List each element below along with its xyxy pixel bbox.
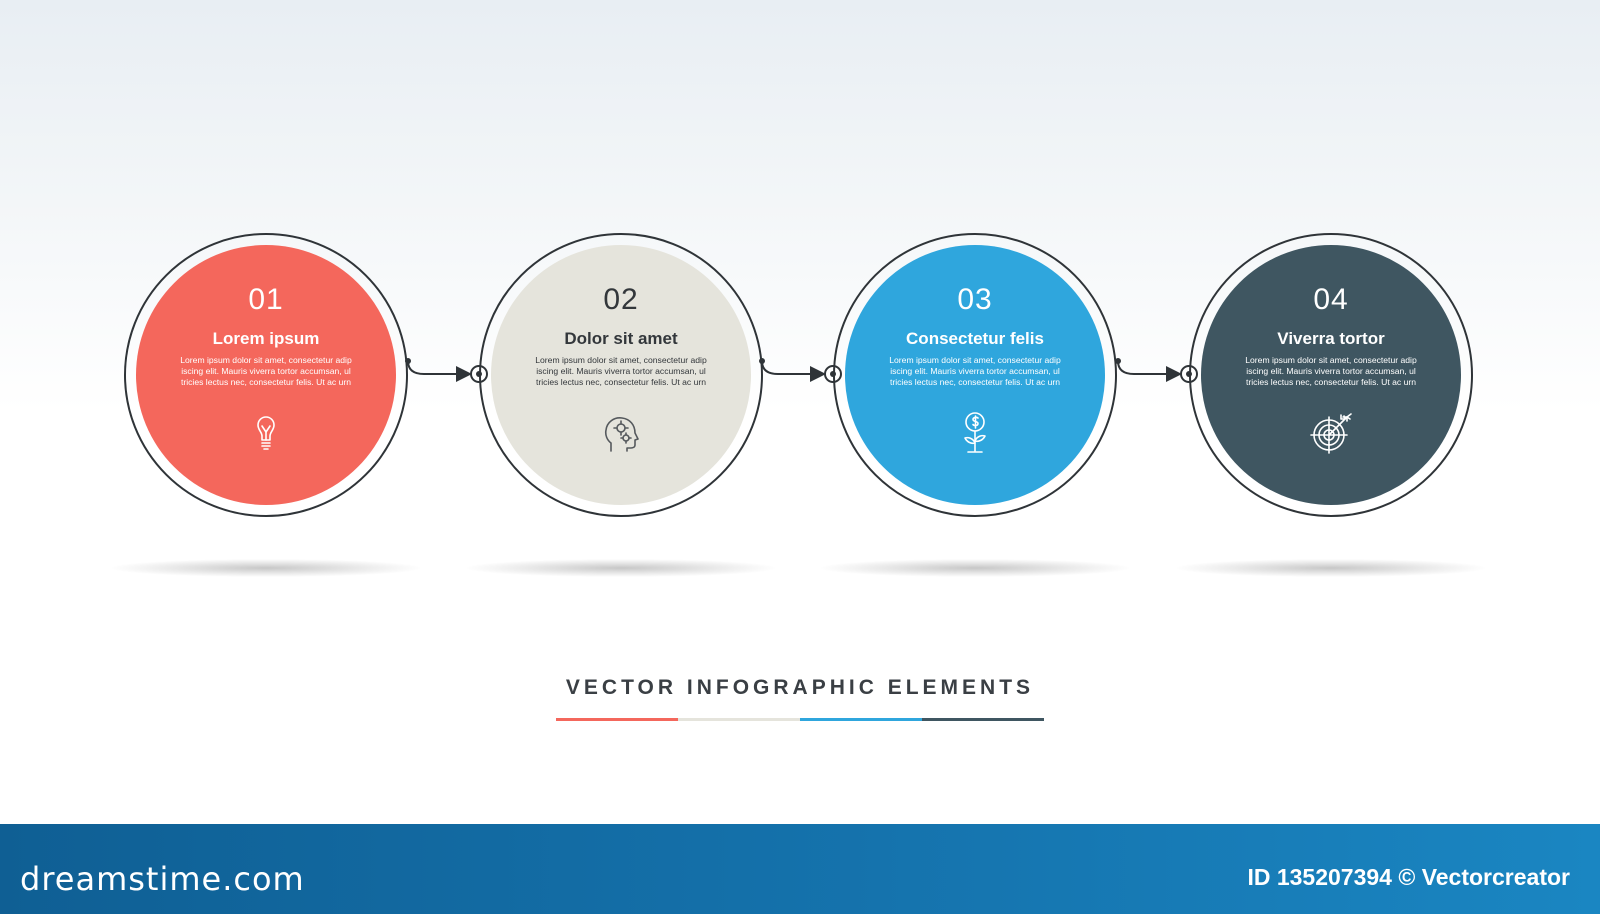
step-number: 03 xyxy=(957,283,993,316)
step-shadow xyxy=(821,559,1129,577)
step-disc xyxy=(491,245,751,505)
step-ring xyxy=(833,233,1117,517)
head-gears-icon xyxy=(597,409,645,457)
step-3: 03 Consectetur felis Lorem ipsum dolor s… xyxy=(821,233,1129,577)
step-number: 01 xyxy=(248,283,284,316)
step-body: Lorem ipsum dolor sit amet, consectetur … xyxy=(889,355,1061,387)
step-disc xyxy=(845,245,1105,505)
money-plant-icon xyxy=(951,409,999,457)
target-arrow-icon xyxy=(1307,409,1355,457)
step-ring xyxy=(124,233,408,517)
step-title: Viverra tortor xyxy=(1277,329,1385,348)
underline-segment xyxy=(800,718,922,721)
underline-segment xyxy=(922,718,1044,721)
underline-segment xyxy=(556,718,678,721)
step-title: Lorem ipsum xyxy=(212,329,320,348)
step-2: 02 Dolor sit amet Lorem ipsum dolor sit … xyxy=(467,233,775,577)
underline-segment xyxy=(678,718,800,721)
step-title: Dolor sit amet xyxy=(564,329,678,348)
step-number: 02 xyxy=(603,283,639,316)
step-ring xyxy=(1189,233,1473,517)
step-disc xyxy=(136,245,396,505)
connector-3-4 xyxy=(1115,358,1198,383)
step-disc xyxy=(1201,245,1461,505)
connector-1-2 xyxy=(405,358,488,383)
step-4: 04 Viverra tortor Lorem ipsum dolor sit … xyxy=(1177,233,1485,577)
step-body: Lorem ipsum dolor sit amet, consectetur … xyxy=(535,355,707,387)
step-number: 04 xyxy=(1313,283,1349,316)
step-shadow xyxy=(467,559,775,577)
step-body: Lorem ipsum dolor sit amet, consectetur … xyxy=(180,355,352,387)
step-title: Consectetur felis xyxy=(906,329,1044,348)
step-ring xyxy=(479,233,763,517)
lightbulb-icon xyxy=(242,409,290,457)
heading-underline xyxy=(556,718,1044,721)
step-1: 01 Lorem ipsum Lorem ipsum dolor sit ame… xyxy=(112,233,420,577)
infographic-stage: 01 Lorem ipsum Lorem ipsum dolor sit ame… xyxy=(112,233,1485,721)
footer-image-id: ID 135207394 © Vectorcreator xyxy=(1247,864,1570,890)
step-shadow xyxy=(1177,559,1485,577)
step-body: Lorem ipsum dolor sit amet, consectetur … xyxy=(1245,355,1417,387)
step-shadow xyxy=(112,559,420,577)
connector-2-3 xyxy=(759,358,842,383)
footer-logo[interactable]: dreamstime.com xyxy=(20,860,305,898)
footer-bar: dreamstime.com ID 135207394 © Vectorcrea… xyxy=(0,824,1600,914)
page-heading: VECTOR INFOGRAPHIC ELEMENTS xyxy=(565,676,1035,699)
